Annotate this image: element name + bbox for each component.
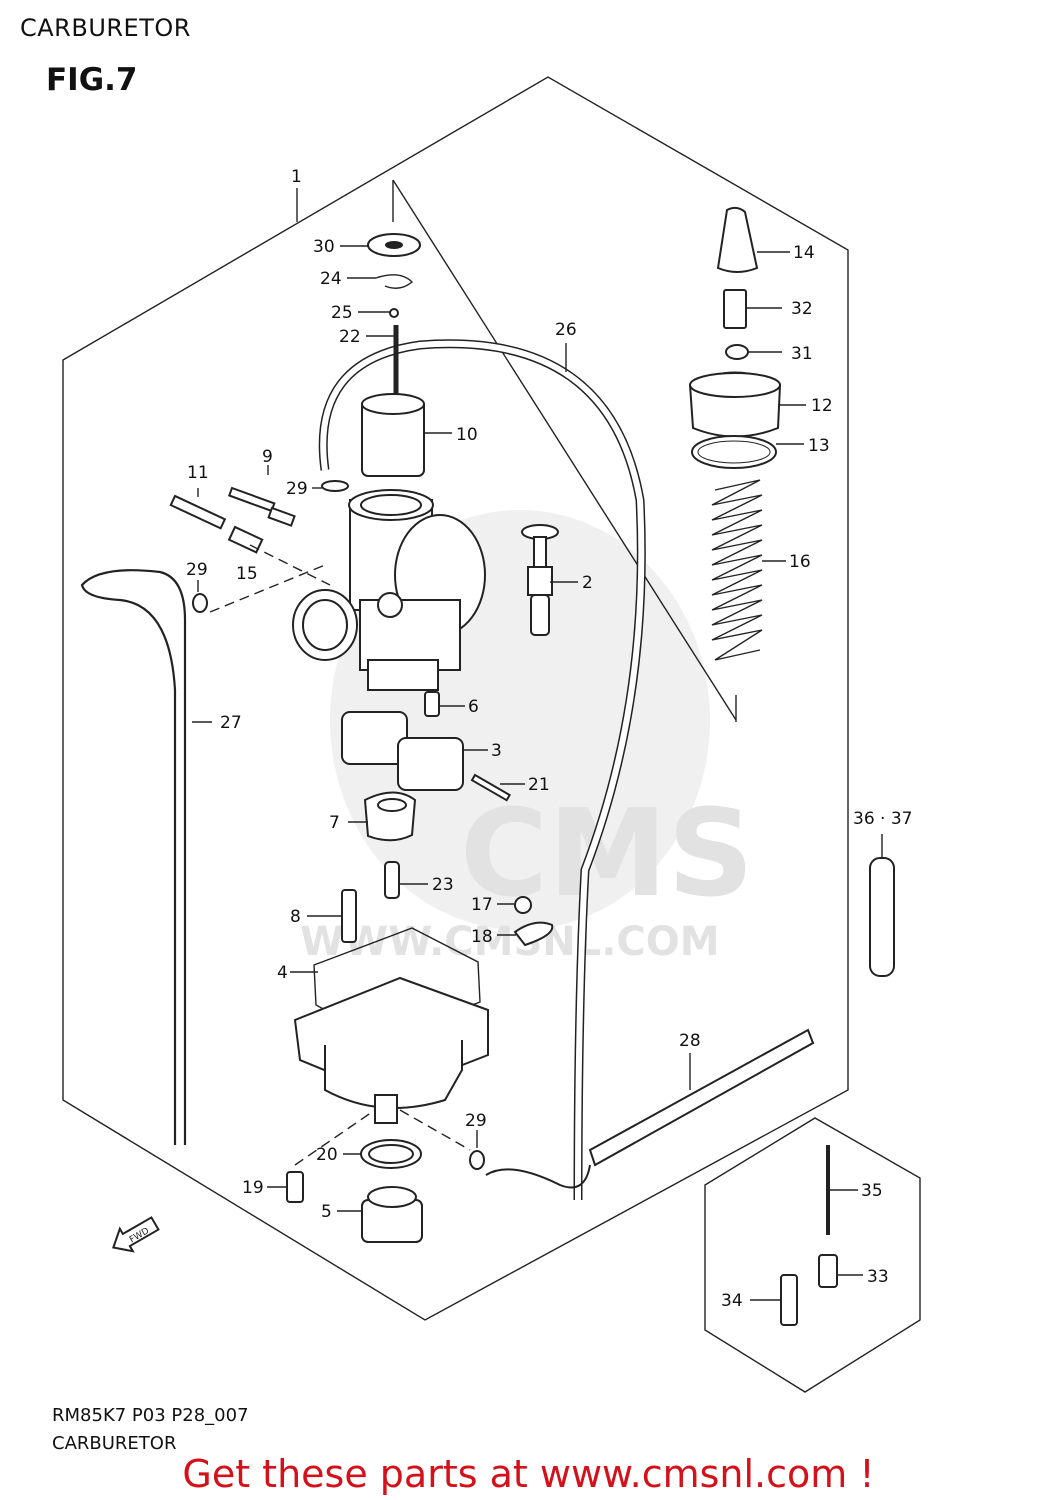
part-34 [780, 1274, 798, 1326]
callout-20: 20 [316, 1145, 338, 1165]
callout-2: 2 [582, 573, 593, 593]
part-21 [470, 773, 512, 802]
callout-29-top: 29 [286, 479, 308, 499]
callout-29-left: 29 [186, 560, 208, 580]
part-6 [424, 691, 440, 717]
part-36-37 [869, 857, 895, 977]
part-31 [725, 344, 749, 360]
watermark-url-text: WWW.CMSNL.COM [300, 919, 720, 965]
callout-3: 3 [491, 741, 502, 761]
callout-10: 10 [456, 425, 478, 445]
jet-kit-outline [704, 1117, 921, 1393]
callout-12: 12 [811, 396, 833, 416]
promo-link[interactable]: Get these parts at www.cmsnl.com ! [182, 1452, 875, 1496]
callout-6: 6 [468, 697, 479, 717]
callout-34: 34 [721, 1291, 743, 1311]
callout-26: 26 [555, 320, 577, 340]
callout-36-37: 36 · 37 [853, 809, 912, 829]
part-25 [389, 308, 399, 318]
part-9 [227, 486, 276, 513]
callout-32: 32 [791, 299, 813, 319]
callout-9: 9 [262, 447, 273, 467]
diagram-code: RM85K7 P03 P28_007 [52, 1405, 249, 1426]
callout-25: 25 [331, 303, 353, 323]
callout-33: 33 [867, 1267, 889, 1287]
callout-18: 18 [471, 927, 493, 947]
leader-lines [192, 188, 883, 1301]
part-24 [375, 274, 414, 289]
part-18 [513, 921, 554, 947]
callout-labels: 1 30 24 25 22 10 26 11 9 29 29 15 2 6 3 … [186, 167, 912, 1311]
part-16 [711, 479, 763, 661]
callout-16: 16 [789, 552, 811, 572]
callout-30: 30 [313, 237, 335, 257]
callout-1: 1 [291, 167, 302, 187]
callout-11: 11 [187, 463, 209, 483]
callout-24: 24 [320, 269, 342, 289]
carburetor-body [292, 489, 486, 691]
part-11 [169, 494, 227, 530]
callout-15: 15 [236, 564, 258, 584]
callout-14: 14 [793, 243, 815, 263]
part-32 [723, 289, 747, 329]
callout-5: 5 [321, 1202, 332, 1222]
page-header-title: CARBURETOR [20, 14, 191, 42]
figure-number: FIG.7 [46, 62, 138, 98]
part-17 [514, 896, 532, 914]
part-19 [286, 1171, 304, 1203]
callout-21: 21 [528, 775, 550, 795]
callout-7: 7 [329, 813, 340, 833]
callout-23: 23 [432, 875, 454, 895]
callout-4: 4 [277, 963, 288, 983]
part-33 [818, 1254, 838, 1288]
part-4 [313, 927, 481, 1041]
hose-27 [80, 569, 187, 1145]
part-29a [321, 480, 349, 492]
callout-29-bottom: 29 [465, 1111, 487, 1131]
callout-17: 17 [471, 895, 493, 915]
callout-13: 13 [808, 436, 830, 456]
diagram-caption: CARBURETOR [52, 1433, 177, 1454]
part-15 [227, 525, 264, 554]
part-14 [716, 206, 759, 273]
part-29c [469, 1150, 485, 1170]
part-3b [397, 737, 464, 791]
callout-19: 19 [242, 1178, 264, 1198]
part-23 [384, 861, 400, 899]
part-29b [192, 593, 208, 613]
callout-8: 8 [290, 907, 301, 927]
hose-28 [588, 1028, 815, 1167]
callout-22: 22 [339, 327, 361, 347]
assembly-outline [62, 76, 849, 1321]
callout-35: 35 [861, 1181, 883, 1201]
callout-27: 27 [220, 713, 242, 733]
fwd-arrow-icon: FWD [112, 1216, 160, 1253]
callout-31: 31 [791, 344, 813, 364]
part-8 [341, 889, 357, 943]
callout-28: 28 [679, 1031, 701, 1051]
